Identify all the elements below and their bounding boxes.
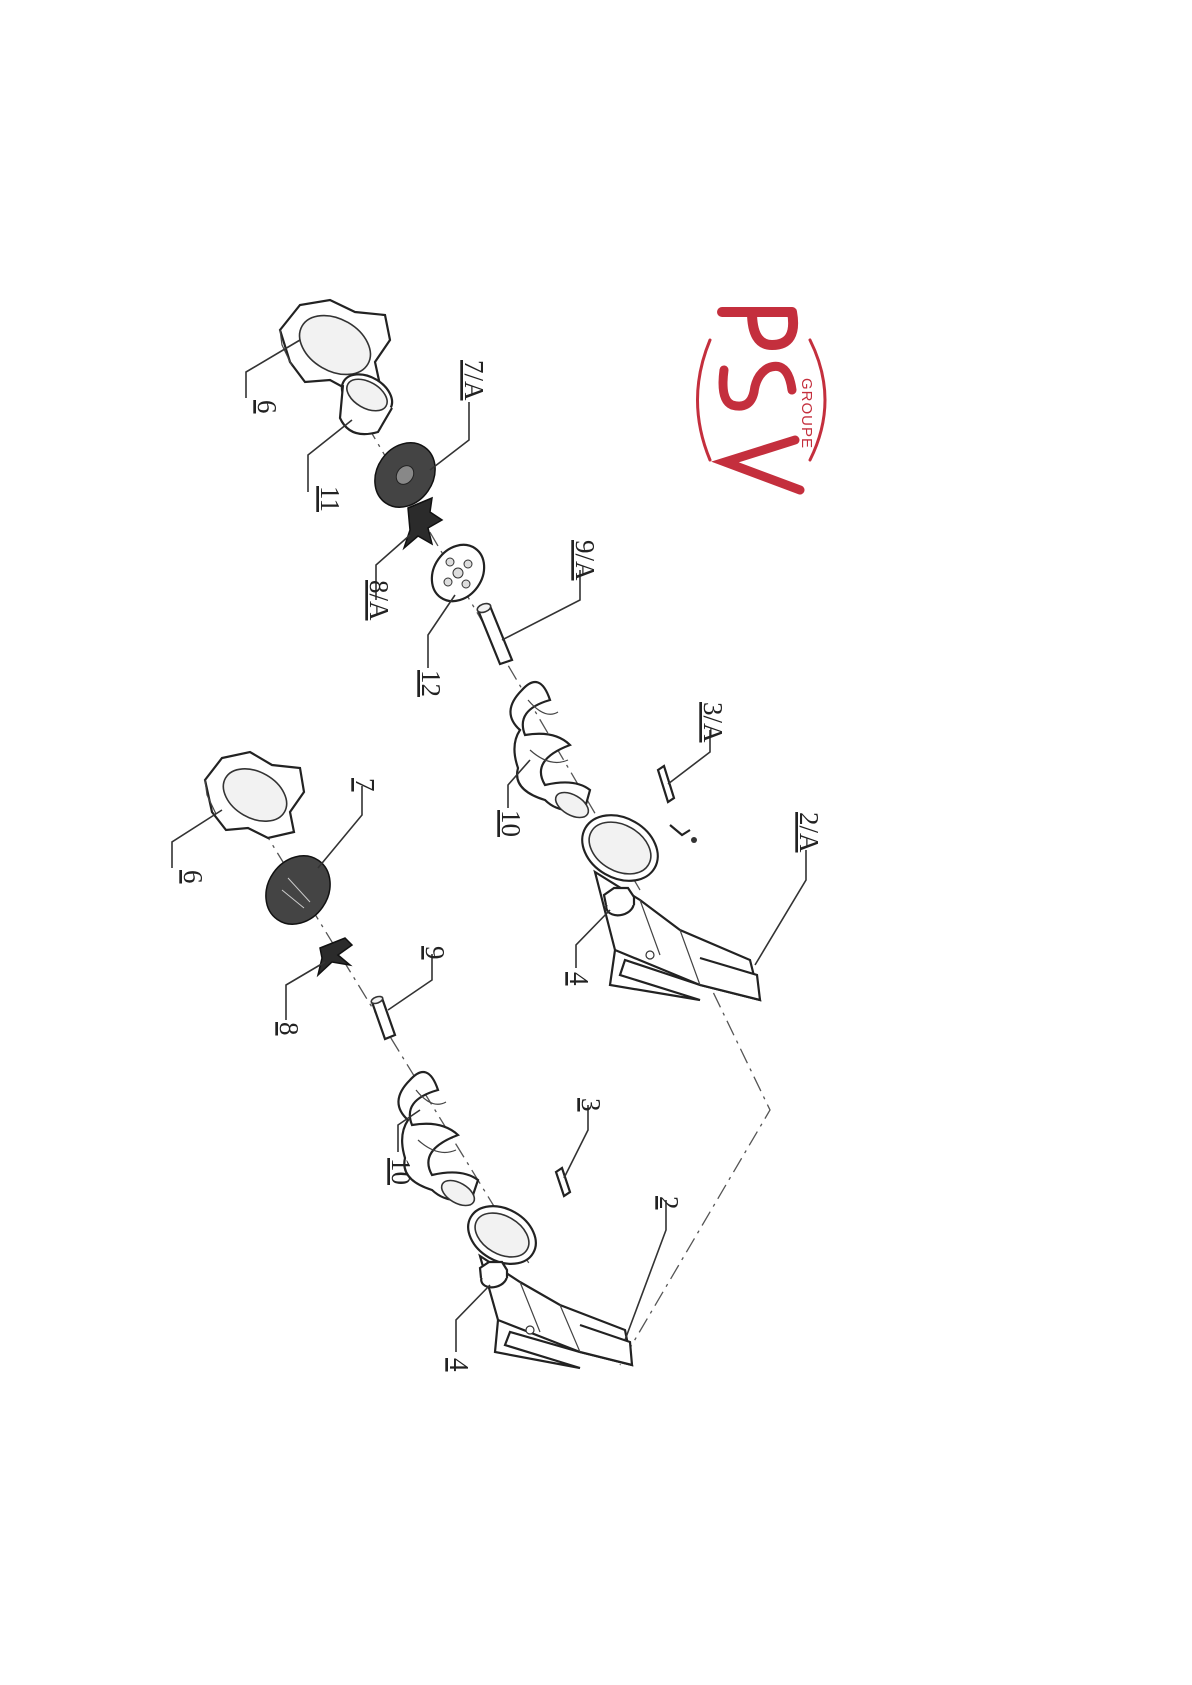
leader-lines — [172, 340, 806, 1352]
coarse-plate-12 — [421, 535, 495, 612]
key-3 — [556, 1168, 570, 1196]
logo-tagline: GROUPE — [798, 378, 815, 449]
label-10-lower: 10 — [386, 1158, 416, 1185]
label-8: 8 — [274, 1022, 304, 1036]
base-link-axis — [620, 965, 770, 1365]
perforated-plate-7a — [363, 431, 448, 519]
label-9: 9 — [420, 946, 450, 960]
pin-9a — [476, 602, 512, 664]
label-11: 11 — [315, 486, 345, 512]
label-8a: 8/A — [364, 580, 394, 621]
label-4-upper: 4 — [564, 972, 594, 986]
label-7a: 7/A — [459, 360, 489, 401]
label-6-upper: 6 — [252, 400, 282, 414]
ring-nut-lower — [205, 752, 304, 838]
label-7: 7 — [350, 778, 380, 792]
key-3a — [658, 766, 674, 802]
perforated-plate-7 — [253, 843, 343, 936]
brand-logo: GROUPE — [698, 312, 826, 490]
worm-screw-lower — [398, 1072, 478, 1211]
grinder-body-2a — [570, 802, 760, 1000]
label-6-lower: 6 — [178, 870, 208, 884]
label-4-lower: 4 — [444, 1358, 474, 1372]
label-2: 2 — [654, 1196, 684, 1210]
pin-9 — [370, 995, 395, 1039]
label-10-upper: 10 — [496, 810, 526, 837]
label-9a: 9/A — [570, 540, 600, 581]
cutting-knife-8 — [318, 938, 352, 975]
label-2a: 2/A — [794, 812, 824, 853]
label-12: 12 — [416, 670, 446, 697]
label-3a: 3/A — [698, 702, 728, 743]
worm-screw-upper — [510, 682, 592, 823]
label-3: 3 — [576, 1098, 606, 1112]
